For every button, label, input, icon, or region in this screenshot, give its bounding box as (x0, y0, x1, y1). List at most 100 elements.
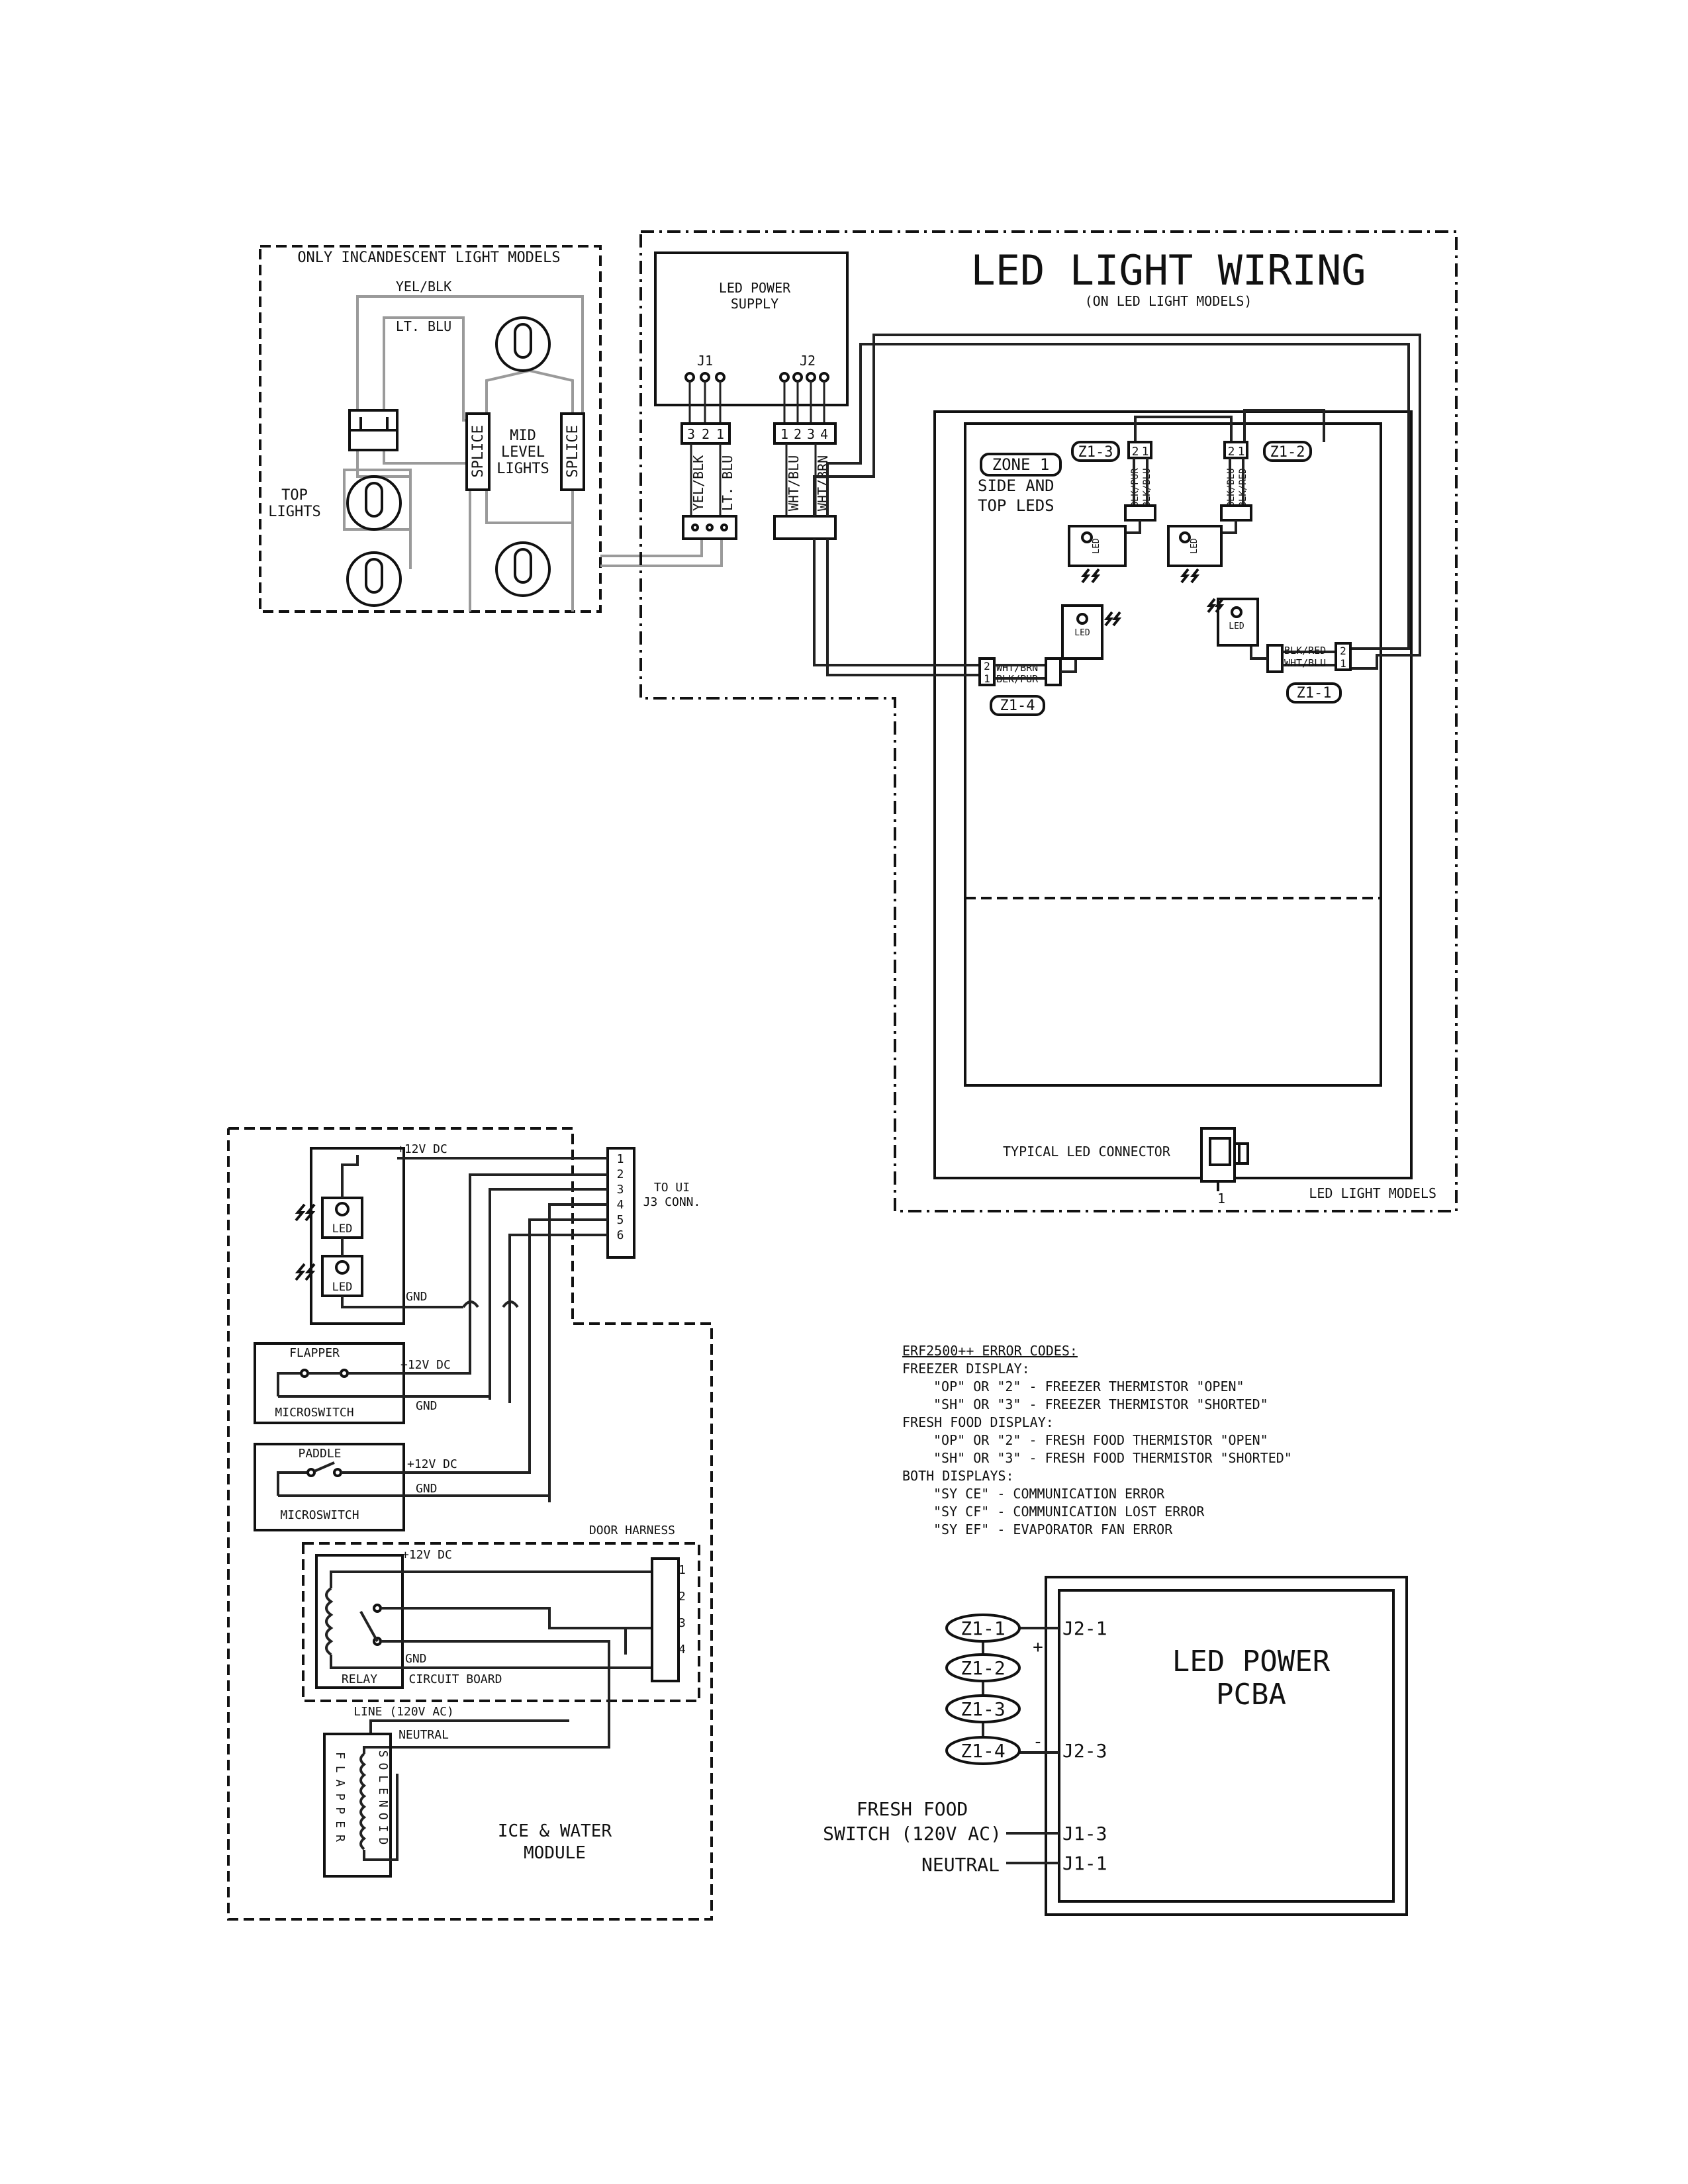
j3-pin: 2 (617, 1167, 624, 1181)
incandescent-border (259, 245, 602, 613)
wire-label: WHT/BLU (1284, 657, 1326, 669)
splice-label: SPLICE (470, 425, 487, 477)
plug-pin (691, 523, 699, 531)
relay-contact (373, 1604, 382, 1613)
solenoid-box (323, 1733, 392, 1878)
pin-label: 2 (1340, 645, 1346, 657)
neutral-label: NEUTRAL (399, 1728, 449, 1742)
j1-pin-number: 2 (702, 426, 710, 442)
power-supply-label-1: LED POWER (719, 280, 791, 296)
gray-wire-drop-right (383, 450, 471, 612)
wire (363, 1746, 371, 1754)
led-label: LED (1190, 538, 1199, 554)
relay-coil-icon (325, 1587, 334, 1656)
pcba-oval-z1-3 (945, 1694, 1021, 1723)
j1-wire-label: YEL/BLK (690, 455, 706, 511)
j1-pin (700, 372, 710, 383)
paddle-switch-box (254, 1443, 405, 1531)
pcba-plus: + (1033, 1637, 1043, 1657)
wire (330, 1655, 397, 1669)
relay-label: RELAY (342, 1672, 377, 1686)
pcba-oval-z1-4 (945, 1736, 1021, 1765)
pin-label: 2 (1228, 445, 1235, 459)
led-light-models-label: LED LIGHT MODELS (1309, 1185, 1436, 1201)
error-code-line: "OP" OR "2" - FREEZER THERMISTOR "OPEN" (933, 1379, 1244, 1394)
pcba-label-1: LED POWER (1172, 1645, 1331, 1678)
gray-wire-mid-top (485, 369, 574, 414)
pcba-label-2: PCBA (1216, 1678, 1286, 1711)
wire (369, 1719, 569, 1734)
j3-pin: 6 (617, 1228, 624, 1242)
bulb-filament (365, 482, 383, 518)
wire-z12-loop (1243, 409, 1325, 443)
splice-right: SPLICE (560, 412, 585, 491)
bulb-filament (365, 558, 383, 594)
wire (278, 1395, 491, 1400)
error-code-line: FREEZER DISPLAY: (902, 1361, 1030, 1377)
microswitch-label: MICROSWITCH (275, 1406, 353, 1420)
error-code-line: BOTH DISPLAYS: (902, 1468, 1014, 1484)
connector-body (1335, 642, 1352, 671)
plug-pin (720, 523, 728, 531)
connector-body (1223, 441, 1248, 459)
led-emission-icon (1180, 568, 1200, 584)
wire (348, 1367, 471, 1375)
j2-pin (806, 372, 816, 383)
led-label: LED (1229, 621, 1244, 631)
led-dot (1231, 606, 1243, 618)
microswitch-label: MICROSWITCH (280, 1508, 359, 1522)
wire-j3-3 (489, 1188, 608, 1400)
oval-label: Z1-3 (961, 1698, 1005, 1720)
pin-label: 1 (1142, 445, 1149, 459)
z1-4-tag (990, 695, 1045, 716)
pin-label: 2 (1132, 445, 1139, 459)
wire (341, 1296, 397, 1308)
j1-pin (715, 372, 726, 383)
flapper-vertical-label: FLAPPER (333, 1752, 347, 1848)
wire (277, 1372, 305, 1396)
error-code-line: "OP" OR "2" - FRESH FOOD THERMISTOR "OPE… (933, 1432, 1268, 1448)
connector-socket (1209, 1137, 1231, 1166)
gray-wire-to-j1 (600, 536, 703, 557)
led-emission-icon (295, 1203, 316, 1222)
door-pin: 3 (679, 1616, 686, 1630)
wire (330, 1570, 397, 1588)
plus12-label: +12V DC (407, 1457, 457, 1471)
pin-label: 2 (984, 660, 990, 672)
j3-pin: 5 (617, 1213, 624, 1227)
pin-label: 1 (1238, 445, 1245, 459)
wire (277, 1471, 311, 1496)
error-code-line: "SH" OR "3" - FREEZER THERMISTOR "SHORTE… (933, 1396, 1268, 1412)
pcba-inner (1058, 1589, 1395, 1903)
pcba-j1-3: J1-3 (1062, 1823, 1107, 1844)
j2-plug (773, 515, 837, 540)
splice-left: SPLICE (465, 412, 491, 491)
wire-label-lt-blu: LT. BLU (396, 318, 451, 334)
circuit-board-label: CIRCUIT BOARD (409, 1672, 502, 1686)
led-emission-icon (295, 1263, 316, 1281)
j2-pin-number: 2 (794, 426, 802, 442)
switch-contact (306, 1468, 316, 1477)
zone-connector-z1-1: LED BLK/RED WHT/BLU 2 1 Z1-1 (1206, 598, 1352, 704)
wire-crossover (462, 1300, 519, 1308)
typical-connector-label: TYPICAL LED CONNECTOR (1003, 1144, 1171, 1160)
incandescent-section: ONLY INCANDESCENT LIGHT MODELS YEL/BLK L… (259, 245, 723, 613)
wire-label: WHT/BRN (996, 662, 1038, 674)
module-label-2: MODULE (524, 1843, 586, 1863)
j1-pin-number: 1 (716, 426, 724, 442)
bulb-filament (514, 323, 532, 359)
led-label: LED (1074, 628, 1090, 638)
wire-j2-to-z14b (826, 539, 980, 676)
gnd-label: GND (416, 1482, 438, 1496)
j2-pin-number: 4 (820, 426, 828, 442)
j2-pin-number: 3 (807, 426, 815, 442)
switch-arm (314, 1461, 335, 1473)
fresh-food-label-1: FRESH FOOD (857, 1798, 968, 1820)
wire-j3-5 (528, 1218, 608, 1400)
side-top-leds-2: TOP LEDS (978, 496, 1055, 515)
error-code-line: FRESH FOOD DISPLAY: (902, 1414, 1054, 1430)
mid-lights-label-3: LIGHTS (496, 461, 549, 477)
oval-label: Z1-2 (961, 1657, 1005, 1679)
pin-label: 1 (1340, 657, 1346, 670)
plus12-label: +12V DC (397, 1142, 447, 1156)
